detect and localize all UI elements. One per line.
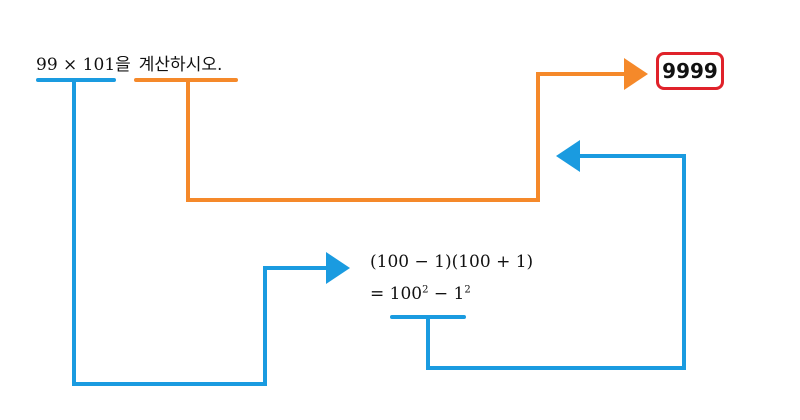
orange-arrow-to-answer <box>186 58 648 202</box>
solution-step-1: (100 − 1)(100 + 1) <box>370 252 534 272</box>
step2-middle: − 1 <box>428 284 465 304</box>
problem-instruction: 계산하시오. <box>138 55 223 75</box>
answer-value: 9999 <box>662 59 718 83</box>
problem-statement: 99 × 101을 계산하시오. <box>36 50 222 75</box>
answer-box: 9999 <box>656 52 724 90</box>
solution-step-2: = 1002 − 12 <box>370 284 471 304</box>
step2-prefix: = 100 <box>370 284 423 304</box>
blue-arrow-to-answer <box>426 140 686 370</box>
step2-exponent-2: 2 <box>464 284 471 296</box>
problem-expression: 99 × 101을 <box>36 55 131 75</box>
blue-arrow-to-step1 <box>72 80 350 386</box>
step2-exponent-1: 2 <box>422 284 429 296</box>
